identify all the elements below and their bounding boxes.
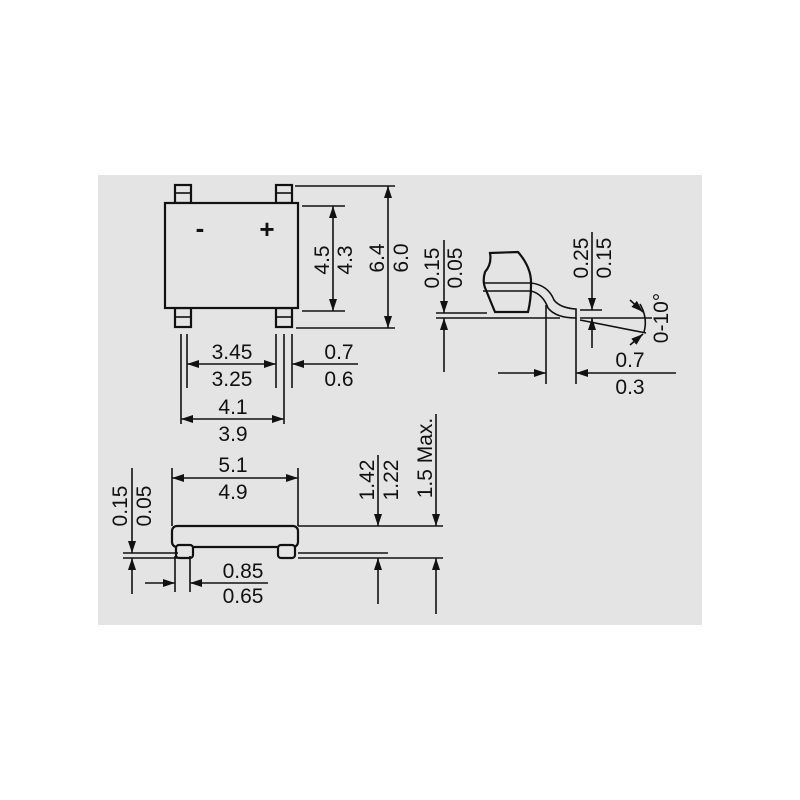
pin-top-right	[274, 183, 294, 205]
dim-body-length-max: 5.1	[218, 454, 247, 477]
foot-right	[276, 543, 297, 560]
lead-angle: 0-10°	[650, 293, 673, 343]
minus-symbol: -	[196, 213, 205, 243]
dim-pin-width-min: 0.6	[324, 368, 353, 391]
top-view: - + 4.5 4.3 6.4 6.0 3.45 3.25 0.7 0.6	[163, 183, 413, 446]
dim-max-height: 1.5 Max.	[414, 418, 437, 499]
dim-pin-width-max: 0.7	[324, 341, 353, 364]
dim-overall-height-min: 6.0	[390, 243, 413, 272]
dim-foot-width-min: 0.65	[223, 585, 264, 608]
dim-foot-length-max: 0.7	[615, 349, 644, 372]
dim-pin-pitch-max: 3.45	[212, 341, 253, 364]
dim-overall-height-max: 6.4	[366, 243, 389, 273]
dim-standoff-min: 0.05	[444, 248, 467, 289]
dim-body-height-min: 4.3	[334, 245, 357, 274]
lead-detail: 0.15 0.05 0.25 0.15 0-10° 0.7 0.3	[421, 232, 676, 399]
dim-foot-width-max: 0.85	[223, 560, 264, 583]
dim-lead-thickness-min: 0.15	[593, 238, 616, 279]
dim-pin-pitch-min: 3.25	[212, 368, 253, 391]
foot-left	[174, 543, 195, 560]
dim-standoff-max: 0.15	[421, 248, 444, 289]
dim-pin-span-max: 4.1	[218, 396, 247, 419]
dim-body-height-max: 4.5	[311, 245, 334, 274]
package-body	[163, 201, 300, 310]
dim-lead-thickness-max: 0.25	[570, 238, 593, 279]
dim-body-thickness-min: 1.22	[380, 460, 403, 501]
dim-side-standoff-min: 0.05	[133, 486, 156, 527]
dim-body-length-min: 4.9	[218, 481, 247, 504]
plus-symbol: +	[259, 214, 274, 244]
side-body	[170, 524, 300, 549]
dim-foot-length-min: 0.3	[615, 376, 644, 399]
side-view: 5.1 4.9 0.15 0.05 0.85 0.65 1.42 1.22 1.…	[109, 414, 443, 614]
dim-side-standoff-max: 0.15	[109, 486, 132, 527]
dim-pin-span-min: 3.9	[218, 423, 247, 446]
dim-body-thickness-max: 1.42	[356, 460, 379, 501]
body-section	[482, 250, 533, 314]
pin-top-left	[173, 183, 193, 205]
